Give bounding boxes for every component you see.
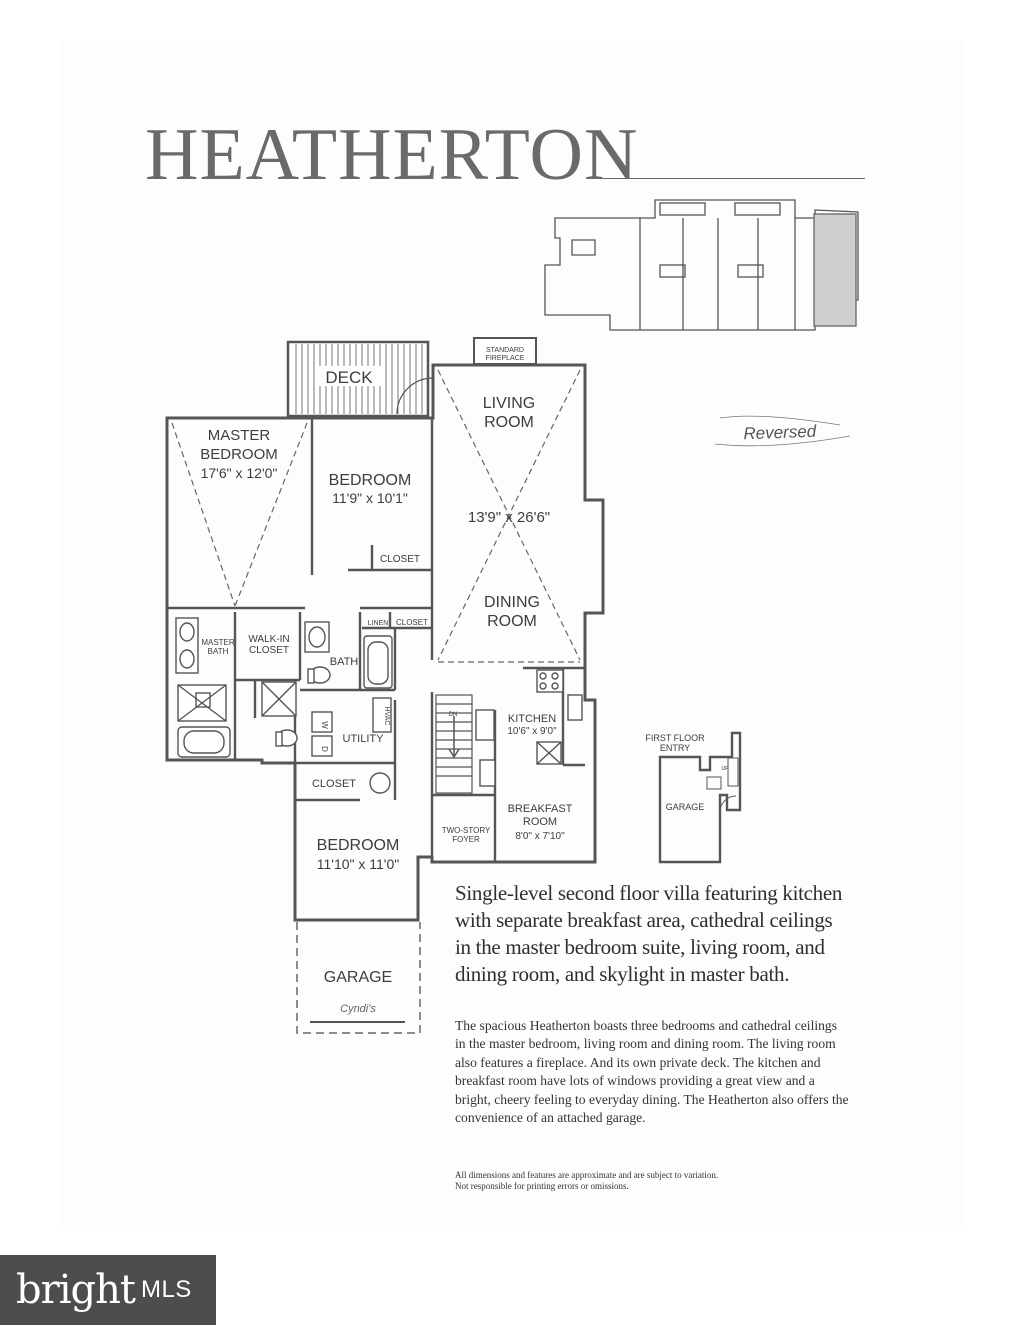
title-rule <box>603 178 865 179</box>
feature-description: The spacious Heatherton boasts three bed… <box>455 1018 849 1126</box>
hvac-label: HVAC <box>383 707 390 726</box>
stairs-down-label: DN <box>449 712 458 718</box>
garage-label: GARAGE <box>324 969 392 986</box>
living-room-label-1: LIVING <box>483 395 535 412</box>
walk-in-closet-label-2: CLOSET <box>249 645 289 656</box>
plan-title: HEATHERTON <box>145 114 639 196</box>
breakfast-room-label-1: BREAKFAST <box>508 803 573 815</box>
disclaimer-line: Not responsible for printing errors or o… <box>455 1181 629 1191</box>
garage-handwritten-note: Cyndi's <box>340 1003 376 1015</box>
closet-label: CLOSET <box>396 618 428 627</box>
bedroom-label: BEDROOM <box>329 472 412 489</box>
master-bath-label-1: MASTER <box>201 638 235 647</box>
disclaimer-line: All dimensions and features are approxim… <box>455 1170 719 1180</box>
dining-room-label-2: ROOM <box>487 613 537 630</box>
fireplace-label-1: STANDARD <box>486 347 524 354</box>
bath-label: BATH <box>330 656 359 668</box>
garage-outline <box>296 922 421 1034</box>
key-plan-site-map <box>544 199 859 331</box>
first-floor-entry-label-2: ENTRY <box>660 743 690 753</box>
breakfast-room-dimensions: 8'0" x 7'10" <box>515 831 565 842</box>
disclaimer: All dimensions and features are approxim… <box>455 1170 815 1192</box>
master-bedroom-label-1: MASTER <box>208 427 271 444</box>
living-room-dimensions: 13'9" x 26'6" <box>468 509 550 526</box>
master-bedroom-label-2: BEDROOM <box>200 446 278 463</box>
foyer-label-1: TWO-STORY <box>442 826 491 835</box>
closet-label: CLOSET <box>312 778 356 790</box>
first-floor-entry-label-1: FIRST FLOOR <box>645 733 705 743</box>
logo-mls-text: MLS <box>140 1276 192 1303</box>
master-bedroom-dimensions: 17'6" x 12'0" <box>201 465 278 481</box>
bedroom-dimensions: 11'10" x 11'0" <box>317 856 400 872</box>
kitchen-label: KITCHEN <box>508 713 556 725</box>
first-floor-entry-plan <box>658 731 742 864</box>
bedroom-label: BEDROOM <box>317 837 400 854</box>
stairs-up-label: UP <box>722 766 730 772</box>
stairs <box>435 694 473 794</box>
dryer-label: D <box>320 746 329 752</box>
reversed-annotation: Reversed <box>743 422 817 444</box>
walk-in-closet-label-1: WALK-IN <box>248 634 289 645</box>
washer-label: W <box>320 721 329 729</box>
bright-mls-logo: bright MLS <box>0 1255 216 1325</box>
dining-room-label-1: DINING <box>484 594 540 611</box>
exterior-walls <box>165 363 605 922</box>
utility-label: UTILITY <box>343 733 385 745</box>
closet-label: CLOSET <box>380 554 420 565</box>
bedroom-dimensions: 11'9" x 10'1" <box>332 490 408 506</box>
fixtures <box>175 617 583 794</box>
deck <box>286 340 434 418</box>
breakfast-room-label-2: ROOM <box>523 816 557 828</box>
room-labels: DECK STANDARD FIREPLACE LIVING ROOM 13'9… <box>200 347 817 1015</box>
feature-headline: Single-level second floor villa featurin… <box>455 881 843 986</box>
linen-label: LINEN <box>368 620 389 627</box>
foyer-label-2: FOYER <box>452 835 480 844</box>
cathedral-ceiling-lines <box>171 369 581 663</box>
annotation-scribble <box>714 415 851 447</box>
master-bath-label-2: BATH <box>208 647 229 656</box>
logo-bright-text: bright <box>16 1267 136 1313</box>
fireplace-label-2: FIREPLACE <box>486 355 525 362</box>
deck-label: DECK <box>325 368 373 387</box>
fireplace <box>473 337 537 365</box>
first-floor-garage-label: GARAGE <box>666 802 705 812</box>
living-room-label-2: ROOM <box>484 414 534 431</box>
kitchen-dimensions: 10'6" x 9'0" <box>507 726 557 737</box>
